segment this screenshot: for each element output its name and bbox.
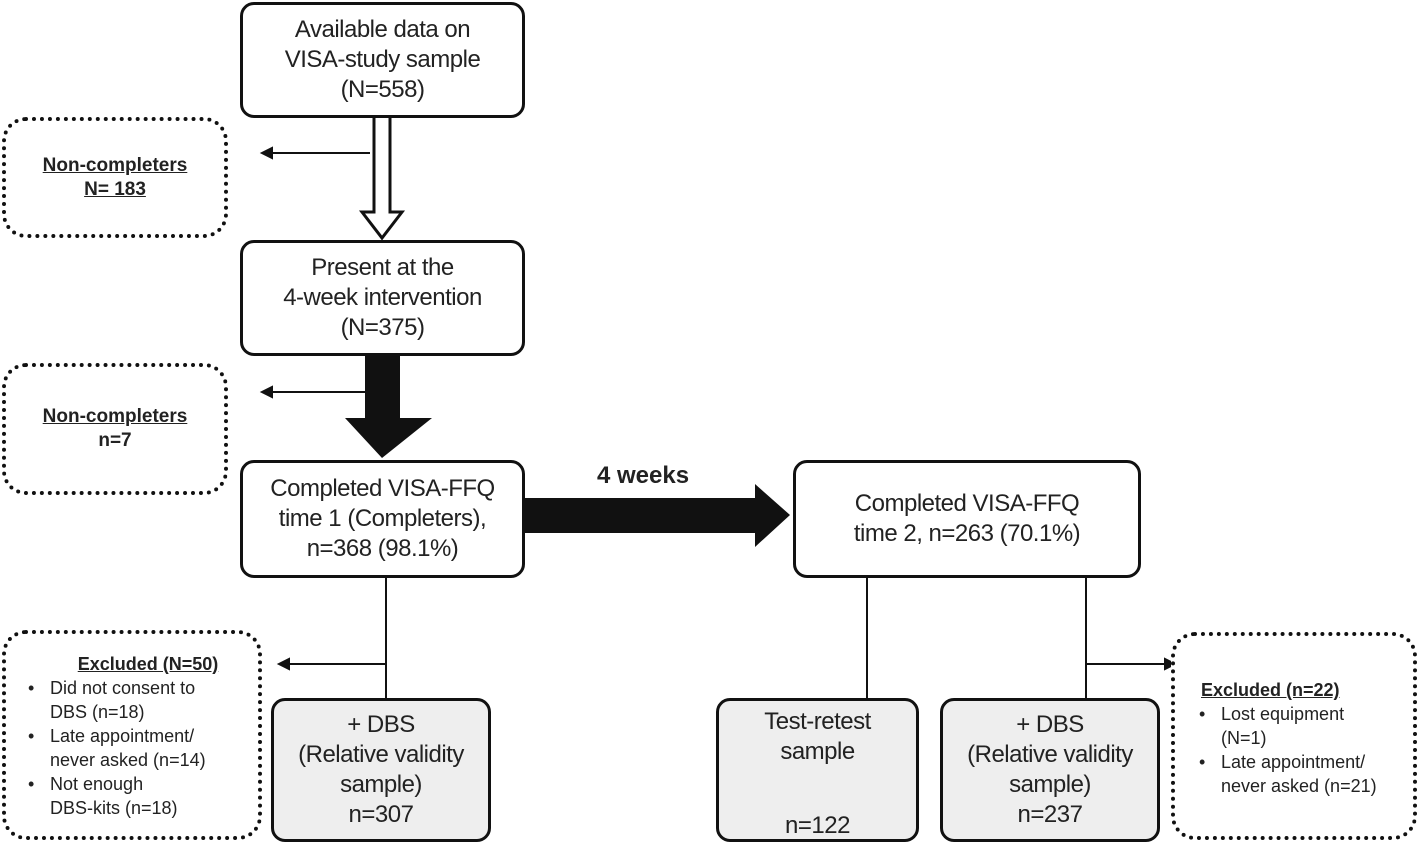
left-arrow-2	[259, 385, 366, 399]
thick-down-arrow	[345, 356, 432, 458]
right-arrow	[1086, 657, 1178, 671]
box-line: (Relative validity	[298, 741, 464, 768]
list-item-line: Late appointment/	[50, 726, 195, 746]
box-line: (Relative validity	[967, 741, 1133, 768]
box-line: Completed VISA-FFQ	[270, 475, 495, 502]
box-line: VISA-study sample	[284, 46, 481, 73]
list-item-line: Did not consent to	[50, 678, 196, 698]
box-line: n=122	[785, 812, 850, 839]
excluded-box-2: Excluded (n=22) Lost equipment (N=1) Lat…	[1171, 632, 1417, 840]
box-line: + DBS	[347, 711, 415, 738]
dbs-relative-validity-box-2: + DBS (Relative validity sample) n=237	[940, 698, 1160, 842]
excluded-list: Did not consent to DBS (n=18) Late appoi…	[24, 676, 252, 820]
list-item-line: never asked (n=21)	[1221, 776, 1377, 796]
excluded-list: Lost equipment (N=1) Late appointment/ n…	[1195, 702, 1407, 798]
list-item: Late appointment/ never asked (n=14)	[24, 724, 252, 772]
list-item: Not enough DBS-kits (n=18)	[24, 772, 252, 820]
box-line: n=368 (98.1%)	[306, 535, 459, 562]
box-line: n=237	[1017, 801, 1083, 828]
list-item-line: (N=1)	[1221, 728, 1267, 748]
hollow-arrow	[358, 118, 406, 241]
test-retest-box: Test-retest sample n=122	[716, 698, 919, 842]
available-data-box: Available data on VISA-study sample (N=5…	[240, 2, 525, 118]
box-line: + DBS	[1016, 711, 1084, 738]
box-line: (N=375)	[340, 314, 425, 341]
non-completers-box-2: Non-completers n=7	[2, 363, 228, 495]
four-weeks-label: 4 weeks	[597, 462, 690, 489]
box-line: time 1 (Completers),	[278, 505, 487, 532]
list-item-line: Late appointment/	[1221, 752, 1366, 772]
box-line: sample)	[1009, 771, 1091, 798]
box-line: n=307	[348, 801, 414, 828]
box-line: sample	[780, 738, 855, 765]
non-completers-count: N= 183	[84, 178, 146, 200]
excluded-title: Excluded (N=50)	[77, 654, 219, 674]
box-line: sample)	[340, 771, 422, 798]
excluded-title: Excluded (n=22)	[1201, 680, 1340, 700]
list-item: Lost equipment (N=1)	[1195, 702, 1407, 750]
present-at-intervention-box: Present at the 4-week intervention (N=37…	[240, 240, 525, 356]
box-line: (N=558)	[340, 76, 425, 103]
list-item-line: Not enough	[50, 774, 144, 794]
list-item: Did not consent to DBS (n=18)	[24, 676, 252, 724]
left-arrow-1	[259, 146, 370, 160]
non-completers-title: Non-completers	[42, 406, 188, 427]
non-completers-count: n=7	[98, 430, 132, 451]
excluded-box-1: Excluded (N=50) Did not consent to DBS (…	[2, 630, 262, 840]
box-line: Available data on	[294, 16, 471, 43]
list-item-line: Lost equipment	[1221, 704, 1345, 724]
completed-time2-box: Completed VISA-FFQ time 2, n=263 (70.1%)	[793, 460, 1141, 578]
box-line: Completed VISA-FFQ	[854, 490, 1080, 517]
box-line: Present at the	[311, 254, 454, 281]
thick-right-arrow	[525, 484, 790, 547]
box-line: 4-week intervention	[283, 284, 482, 311]
completed-time1-box: Completed VISA-FFQ time 1 (Completers), …	[240, 460, 525, 578]
box-line: Test-retest	[764, 708, 871, 735]
list-item-line: DBS (n=18)	[50, 702, 145, 722]
list-item-line: DBS-kits (n=18)	[50, 798, 178, 818]
non-completers-box-1: Non-completers N= 183	[2, 117, 228, 238]
list-item-line: never asked (n=14)	[50, 750, 206, 770]
left-arrow-3	[276, 657, 386, 671]
list-item: Late appointment/ never asked (n=21)	[1195, 750, 1407, 798]
dbs-relative-validity-box-1: + DBS (Relative validity sample) n=307	[271, 698, 491, 842]
box-line: time 2, n=263 (70.1%)	[853, 520, 1081, 547]
non-completers-title: Non-completers	[42, 154, 188, 176]
